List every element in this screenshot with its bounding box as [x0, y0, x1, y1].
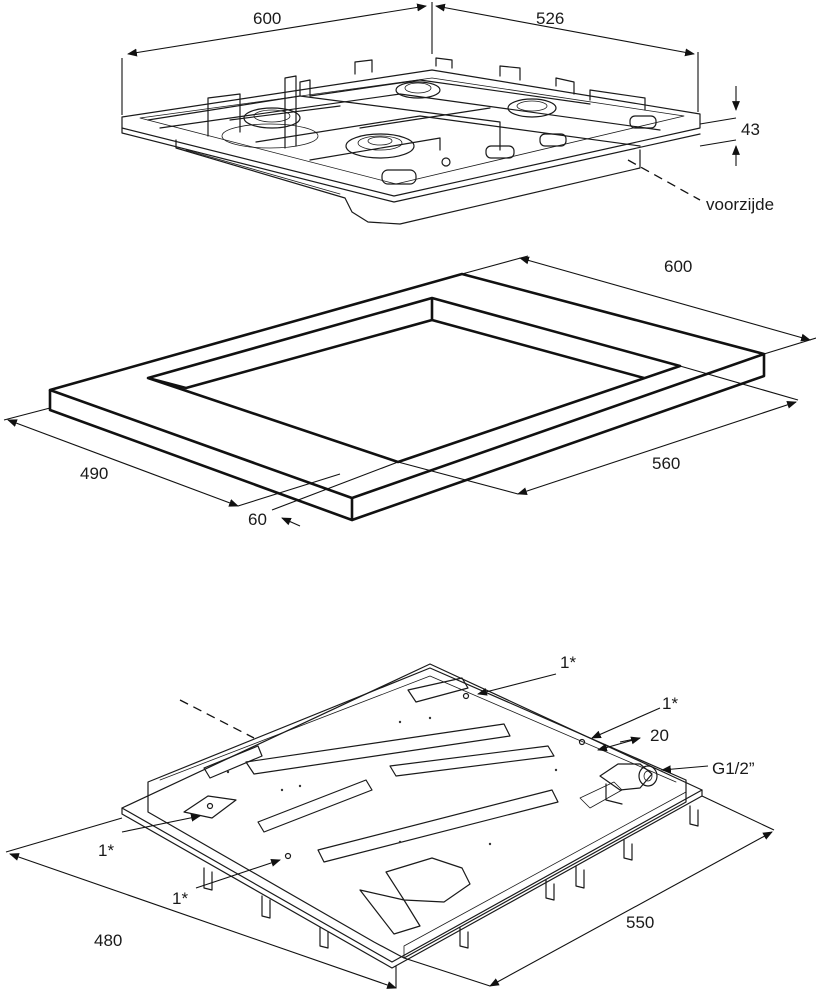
underside-ribs: [183, 677, 623, 935]
front-side-label: voorzijde: [706, 195, 774, 214]
hob-top-view: 600 526 43 voorzijde: [121, 2, 774, 225]
mounting-feet: [203, 805, 699, 949]
hob-depth-label: 526: [536, 9, 564, 28]
worktop-cutout: 600 490 560 60: [3, 255, 816, 529]
bottom-depth-label: 480: [94, 931, 122, 950]
hob-bottom-view: 1* 1* 20 G1/2” 1* 1* 480 550: [5, 653, 775, 989]
fixing-point-label-bottom: 1*: [172, 889, 188, 908]
hob-height-label: 43: [741, 120, 760, 139]
cutout-width-label: 560: [652, 454, 680, 473]
gas-connection-label: G1/2”: [712, 759, 755, 778]
fixing-point-label-top: 1*: [560, 653, 576, 672]
cutout-front-margin-label: 60: [248, 510, 267, 529]
cutout-outer-width-label: 600: [664, 257, 692, 276]
cutout-depth-label: 490: [80, 464, 108, 483]
bottom-width-label: 550: [626, 913, 654, 932]
burners: [221, 81, 557, 159]
pan-supports: [147, 57, 661, 161]
gas-connector: [599, 763, 658, 805]
hob-width-label: 600: [253, 9, 281, 28]
control-knobs: [381, 115, 657, 185]
connection-offset-label: 20: [650, 726, 669, 745]
fixing-point-label-right: 1*: [662, 694, 678, 713]
fixing-point-label-left: 1*: [98, 841, 114, 860]
